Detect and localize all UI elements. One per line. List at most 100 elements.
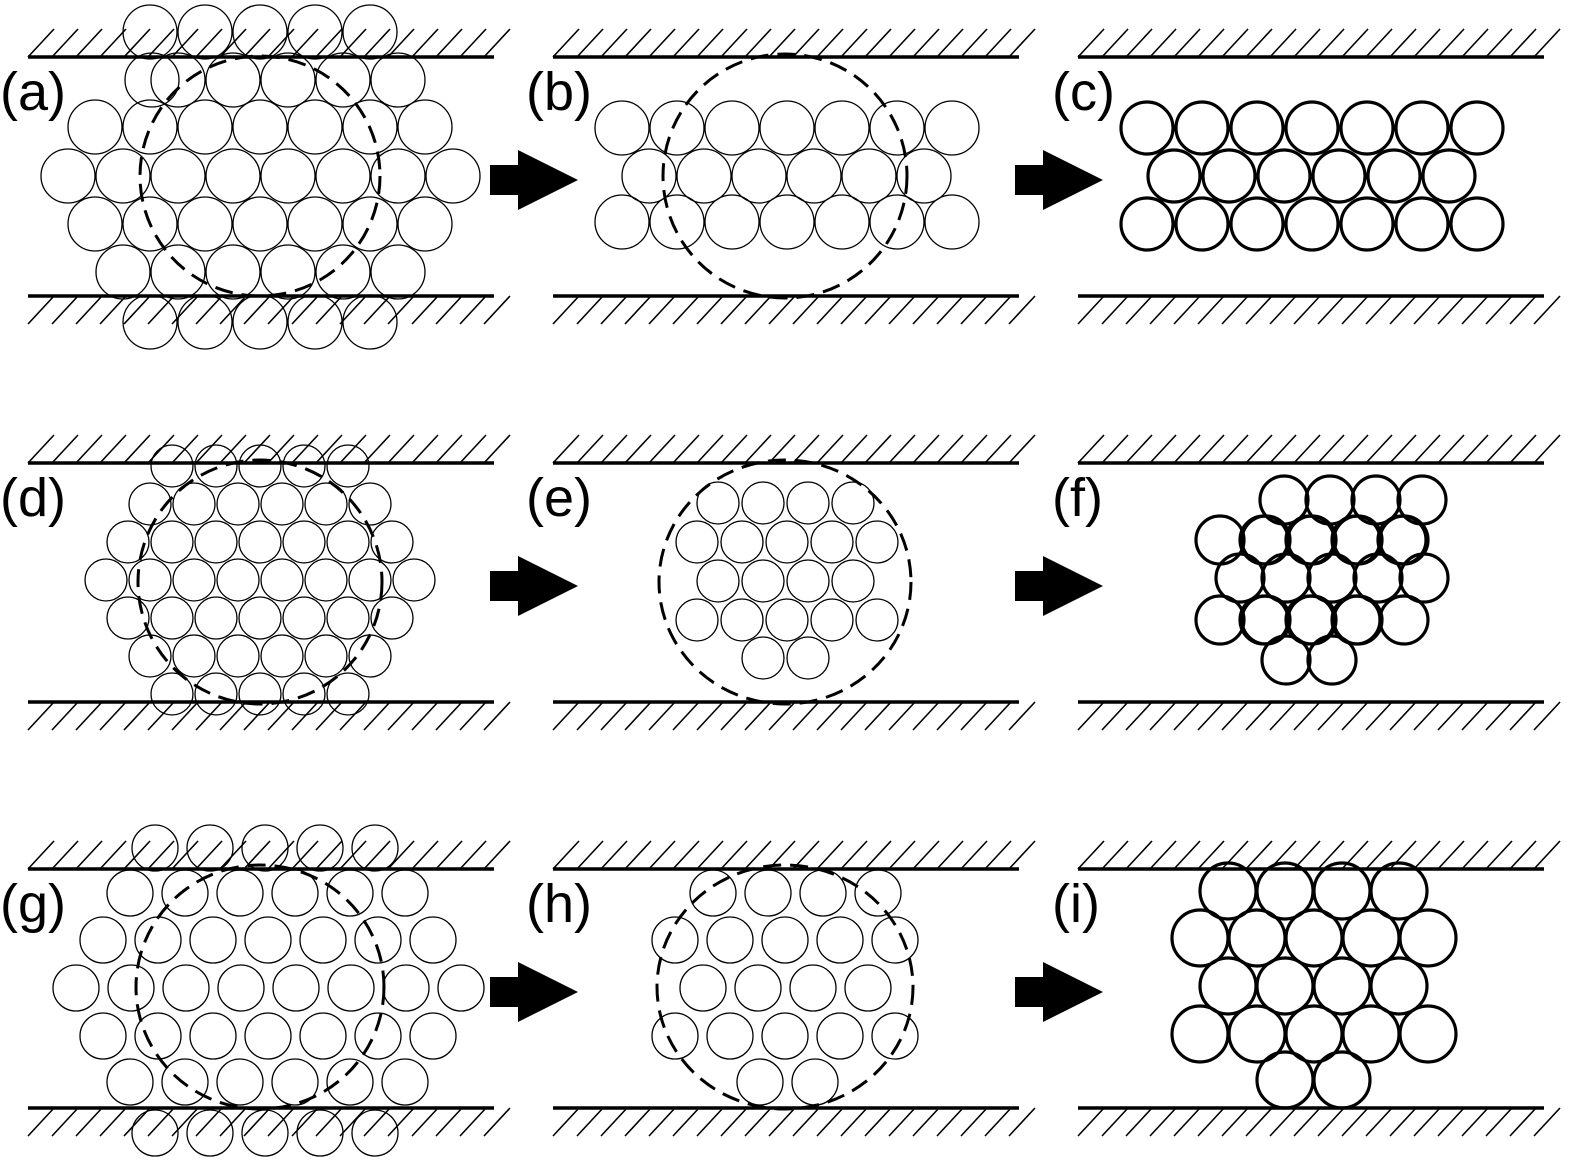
particle-disk	[232, 294, 288, 350]
hatch-top	[27, 840, 511, 870]
particle-disk	[744, 869, 792, 917]
particle-disk	[854, 869, 902, 917]
hatch-bottom	[27, 295, 511, 325]
particle-disk	[1255, 1050, 1315, 1110]
panel-label-g: (g)	[0, 874, 66, 934]
particle-disk	[287, 196, 343, 252]
particle-disk	[621, 148, 677, 204]
particle-disk	[761, 1012, 809, 1060]
right-arrow-icon	[1015, 150, 1103, 210]
right-arrow-icon	[1015, 962, 1103, 1022]
particle-disk	[1119, 196, 1175, 252]
particle-disk	[342, 99, 398, 155]
hatch-top	[27, 28, 511, 58]
particle-disk	[786, 559, 830, 603]
particle-disk	[1260, 552, 1312, 604]
particle-disk	[1449, 100, 1505, 156]
particle-disk	[194, 520, 238, 564]
particle-disk	[67, 196, 123, 252]
particle-disk	[720, 598, 764, 642]
particle-disk	[271, 869, 319, 917]
hatch-top	[1077, 434, 1561, 464]
particle-disk	[651, 1012, 699, 1060]
particle-disk	[299, 916, 347, 964]
particle-disk	[1376, 514, 1428, 566]
hatch-bottom	[552, 295, 1036, 325]
particle-disk	[260, 482, 304, 526]
particle-disk	[342, 196, 398, 252]
right-arrow-icon	[1015, 556, 1103, 616]
dashed-boundary	[138, 54, 382, 298]
panel-label-d: (d)	[0, 468, 66, 528]
particle-disk	[761, 916, 809, 964]
particle-disk	[841, 148, 897, 204]
particle-disk	[1341, 908, 1401, 968]
particle-disk	[326, 869, 374, 917]
particle-disk	[1378, 594, 1430, 646]
particle-disk	[810, 598, 854, 642]
particle-disk	[217, 964, 265, 1012]
particle-disk	[216, 634, 260, 678]
particle-disk	[1146, 148, 1202, 204]
particle-disk	[765, 598, 809, 642]
particle-disk	[296, 824, 344, 872]
particle-disk	[205, 244, 261, 300]
right-arrow-icon	[490, 962, 578, 1022]
particle-disk	[397, 99, 453, 155]
hatch-bottom	[27, 701, 511, 731]
particle-disk	[79, 916, 127, 964]
particle-disk	[150, 148, 206, 204]
particle-disk	[1306, 634, 1358, 686]
boundaries	[134, 52, 915, 1111]
particle-disk	[844, 964, 892, 1012]
particle-disk	[370, 520, 414, 564]
particle-disk	[1284, 196, 1340, 252]
particle-disk	[1398, 1004, 1458, 1064]
particle-disk	[831, 481, 875, 525]
particle-disk	[122, 4, 178, 60]
particle-disk	[1366, 148, 1422, 204]
particle-disk	[831, 559, 875, 603]
particle-disk	[370, 244, 426, 300]
panel-label-b: (b)	[526, 62, 592, 122]
particle-disk	[186, 824, 234, 872]
particle-disk	[348, 634, 392, 678]
particle-disk	[1369, 956, 1429, 1016]
particle-disk	[260, 148, 316, 204]
particle-disk	[370, 596, 414, 640]
particle-disk	[304, 634, 348, 678]
particle-disk	[1229, 100, 1285, 156]
particle-disk	[397, 196, 453, 252]
particle-disk	[150, 244, 206, 300]
particle-disk	[736, 1058, 784, 1106]
particle-disk	[1214, 552, 1266, 604]
particle-disk	[260, 52, 316, 108]
particle-disk	[594, 194, 650, 250]
particle-disk	[40, 148, 96, 204]
particle-disk	[326, 672, 370, 716]
particle-disk	[205, 148, 261, 204]
particle-disk	[786, 148, 842, 204]
particle-disk	[326, 520, 370, 564]
particle-disk	[189, 916, 237, 964]
particle-disk	[172, 634, 216, 678]
particle-disk	[1284, 594, 1336, 646]
particle-disk	[731, 148, 787, 204]
particle-disk	[315, 52, 371, 108]
particle-disk	[287, 294, 343, 350]
particle-disk	[106, 1058, 154, 1106]
particle-disk	[871, 1012, 919, 1060]
particle-disk	[855, 520, 899, 564]
panel-label-i: (i)	[1052, 874, 1100, 934]
particle-disk	[342, 294, 398, 350]
particle-disk	[186, 1109, 234, 1157]
particle-disk	[741, 481, 785, 525]
particle-disk	[370, 52, 426, 108]
particle-disk	[128, 634, 172, 678]
particle-disk	[238, 520, 282, 564]
particle-disk	[107, 964, 155, 1012]
particle-disk	[79, 1012, 127, 1060]
particle-disk	[150, 672, 194, 716]
particle-disk	[177, 294, 233, 350]
